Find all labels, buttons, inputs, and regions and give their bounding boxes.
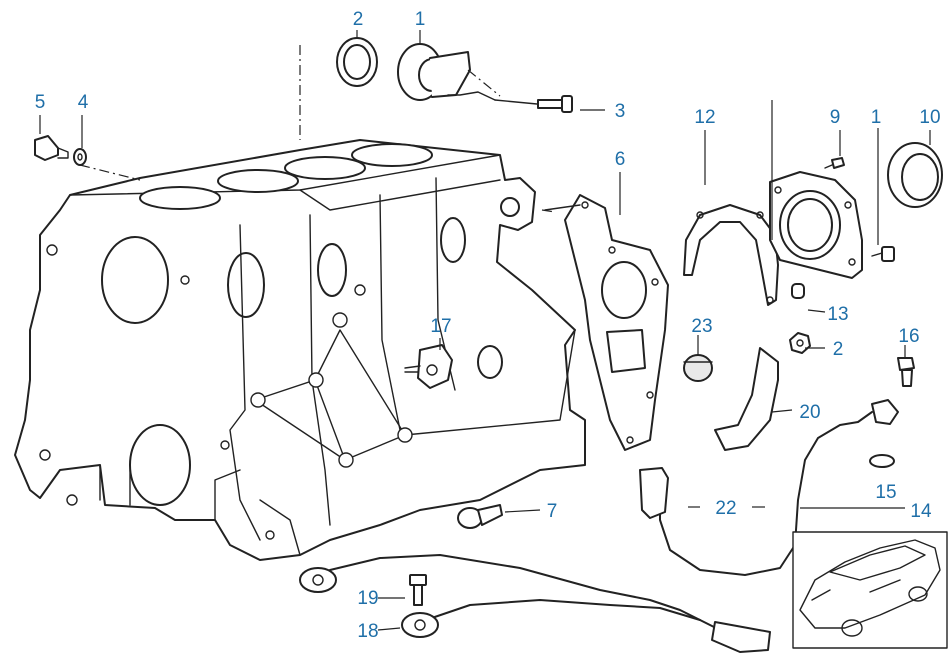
callout-10: 10 (919, 107, 940, 128)
seal-carrier-part-11 (769, 171, 863, 279)
callout-13: 13 (827, 304, 848, 325)
bolt-part-16 (897, 357, 915, 387)
washer-part-4 (73, 148, 87, 166)
knock-sensor-part-14 (639, 399, 899, 576)
engine-block (14, 139, 586, 561)
callout-16: 16 (898, 326, 919, 347)
knock-sensor-harness-part-18 (299, 554, 771, 653)
nut-part-2-right (789, 332, 811, 354)
callout-6: 6 (615, 149, 626, 170)
callout-17: 17 (430, 316, 451, 337)
crank-sensor-housing-part-1 (397, 43, 496, 101)
callout-9: 9 (830, 107, 841, 128)
callout-1: 1 (415, 9, 426, 30)
callout-5: 5 (35, 92, 46, 113)
leader-lines (39, 30, 931, 631)
bracket-part-20 (714, 347, 779, 451)
callout-labels: 1 2 3 4 5 6 7 9 10 1 12 13 14 15 16 17 1… (35, 9, 941, 642)
callout-7: 7 (547, 501, 558, 522)
car-thumbnail-inset (792, 531, 948, 649)
callout-23: 23 (691, 316, 712, 337)
sealing-ring-part-2 (336, 37, 378, 87)
callout-1-right: 1 (871, 107, 882, 128)
gasket-part-12 (683, 204, 779, 306)
bolt-part-19 (409, 574, 427, 606)
callout-4: 4 (78, 92, 89, 113)
callout-2-right: 2 (833, 339, 844, 360)
callout-18: 18 (357, 621, 378, 642)
plug-part-23 (683, 354, 713, 382)
gasket-part-6 (544, 194, 669, 451)
dowel-part-13 (791, 283, 805, 299)
callout-12: 12 (694, 107, 715, 128)
bolt-part-7 (457, 504, 503, 529)
drain-plug-part-5 (34, 135, 69, 161)
callout-19: 19 (357, 588, 378, 609)
callout-15: 15 (875, 482, 896, 503)
shaft-seal-part-10 (887, 142, 943, 208)
bolt-part-3 (494, 95, 573, 113)
bolt-part-1-right (871, 246, 895, 262)
o-ring-part-15 (869, 454, 895, 468)
callout-3: 3 (615, 101, 626, 122)
callout-2: 2 (353, 9, 364, 30)
callout-22: 22 (715, 498, 736, 519)
sensor-clip-part-17 (404, 344, 453, 389)
callout-20: 20 (799, 402, 820, 423)
callout-14: 14 (910, 501, 932, 522)
screw-part-9 (824, 157, 845, 169)
